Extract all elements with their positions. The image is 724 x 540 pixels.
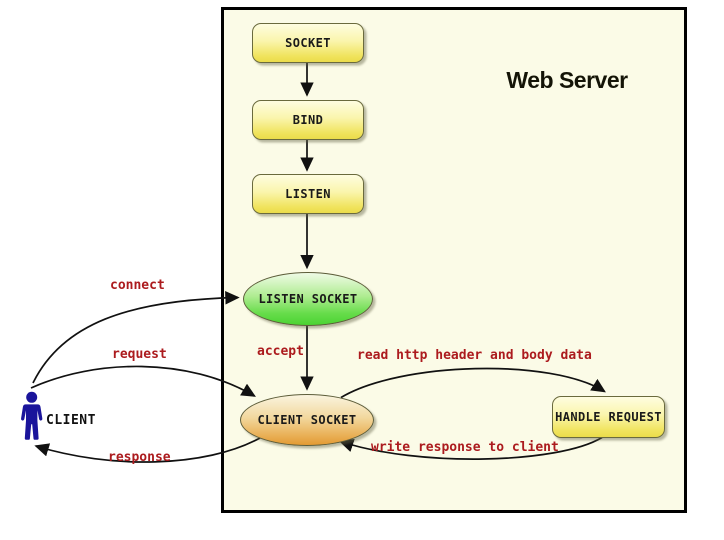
edge-label-connect: connect bbox=[110, 278, 165, 293]
edge-label-accept: accept bbox=[257, 344, 304, 359]
client-person-icon bbox=[21, 391, 43, 440]
page-title: Web Server bbox=[506, 67, 628, 93]
node-client-socket: CLIENT SOCKET bbox=[240, 394, 374, 446]
arrow-response-client-socket-to-client bbox=[34, 437, 261, 463]
node-bind: BIND bbox=[252, 100, 364, 140]
arrow-request-client-to-client-socket bbox=[30, 365, 256, 397]
edge-label-response: response bbox=[108, 450, 171, 465]
edge-label-read-http: read http header and body data bbox=[357, 348, 592, 363]
node-listen-socket-label: LISTEN SOCKET bbox=[258, 292, 358, 306]
arrow-connect-client-to-listen-socket bbox=[32, 290, 240, 384]
node-client-socket-label: CLIENT SOCKET bbox=[257, 413, 357, 427]
arrow-write-handle-request-to-client-socket bbox=[338, 436, 603, 460]
node-listen-label: LISTEN bbox=[285, 187, 331, 201]
edge-label-write-response: write response to client bbox=[371, 440, 559, 455]
edge-label-request: request bbox=[112, 347, 167, 362]
arrow-read-client-socket-to-handle-request bbox=[340, 367, 606, 399]
node-bind-label: BIND bbox=[292, 113, 324, 127]
client-actor-label: CLIENT bbox=[46, 413, 96, 428]
node-handle-request-label: HANDLE REQUEST bbox=[555, 410, 662, 424]
node-handle-request: HANDLE REQUEST bbox=[552, 396, 665, 438]
node-socket-label: SOCKET bbox=[285, 36, 331, 50]
node-listen-socket: LISTEN SOCKET bbox=[243, 272, 373, 326]
node-listen: LISTEN bbox=[252, 174, 364, 214]
node-socket: SOCKET bbox=[252, 23, 364, 63]
